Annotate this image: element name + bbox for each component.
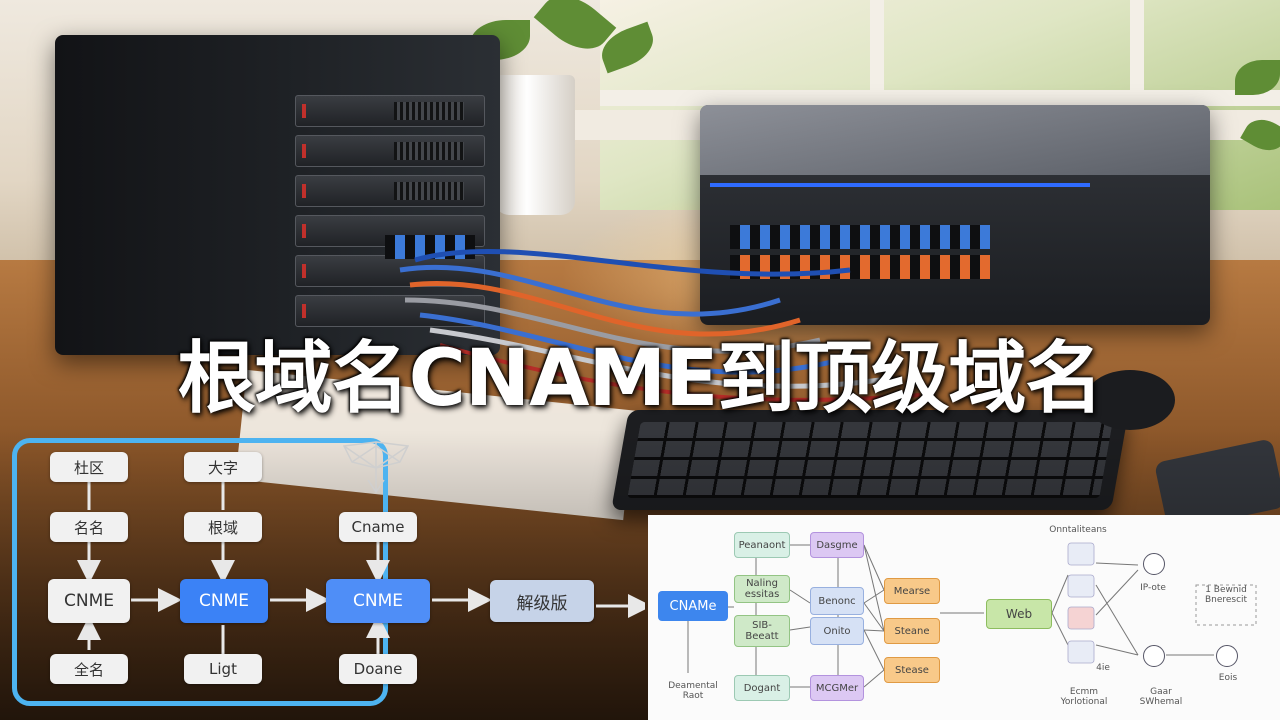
node-col3-cname: CNME	[326, 579, 430, 623]
right-diagram-connectors	[687, 542, 1257, 688]
right-col1-node: Dogant	[734, 675, 790, 701]
node-col1-mid: 名名	[50, 512, 128, 542]
network-switch-right	[700, 105, 1210, 325]
node-col2-mid: 根域	[184, 512, 262, 542]
node-col2-top: 大字	[184, 452, 262, 482]
node-col3-bottom: Doane	[339, 654, 417, 684]
node-col3-top: Cname	[339, 512, 417, 542]
right-col3-node: Steane	[884, 618, 940, 644]
node-col1-top: 杜区	[50, 452, 128, 482]
drive-bay	[295, 135, 485, 167]
right-col3-node: Mearse	[884, 578, 940, 604]
window-frame-horizontal	[600, 90, 1280, 106]
right-ip-label: IP-ote	[1140, 583, 1166, 593]
right-col2-node: Benonc	[810, 587, 864, 615]
right-side-label: 1 Bewnid Bnerescit	[1204, 585, 1248, 605]
node-col1-bottom: 全名	[50, 654, 128, 684]
network-mesh-icon	[342, 441, 410, 494]
window-frame	[870, 0, 884, 110]
right-diagram-panel: CNAMe Deamental Raot Peanaont Naling ess…	[648, 515, 1280, 720]
node-col2-bottom: Ligt	[184, 654, 262, 684]
mouse	[1085, 370, 1175, 430]
right-col2-node: Onito	[810, 617, 864, 645]
node-col1-cname: CNME	[48, 579, 130, 623]
drive-bay	[295, 95, 485, 127]
server-rack-left	[55, 35, 500, 355]
window-frame-right	[1130, 0, 1144, 110]
diagram-arrows	[77, 482, 645, 655]
globe-icon	[1143, 553, 1165, 575]
right-col2-node: MCGMer	[810, 675, 864, 701]
right-bottom-left-label: Deamental Raot	[668, 681, 718, 701]
page-title: 根域名CNAME到顶级域名	[177, 334, 1104, 424]
globe-icon	[1143, 645, 1165, 667]
node-col2-cname: CNME	[180, 579, 268, 623]
right-top-label: Onntaliteans	[1049, 525, 1107, 535]
right-stat-label: 4ie	[1096, 663, 1110, 673]
right-bottom-label: Ecmm Yorlotional	[1060, 687, 1108, 707]
right-bottom-label: Eois	[1218, 673, 1238, 683]
right-web-node: Web	[986, 599, 1052, 629]
drive-bay	[295, 175, 485, 207]
right-bottom-label: Gaar SWhemal	[1139, 687, 1183, 707]
right-col3-node: Stease	[884, 657, 940, 683]
plant-pot	[495, 75, 575, 215]
network-ports	[730, 225, 990, 249]
right-col2-node: Dasgme	[810, 532, 864, 558]
node-result: 解级版	[490, 580, 594, 622]
stat-icon	[1216, 645, 1238, 667]
right-col1-node: Naling essitas	[734, 575, 790, 603]
right-col1-node: Peanaont	[734, 532, 790, 558]
right-col1-node: SIB- Beeatt	[734, 615, 790, 647]
right-main-node: CNAMe	[658, 591, 728, 621]
ethernet-cables	[399, 248, 921, 402]
